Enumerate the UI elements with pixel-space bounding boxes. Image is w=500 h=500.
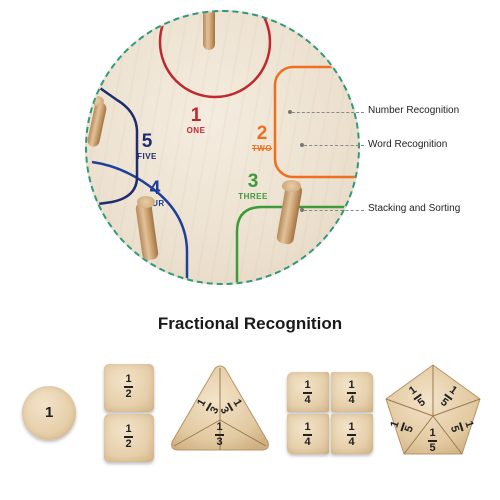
- number-four-word: OUR: [145, 199, 165, 208]
- whole-circle-piece: 1: [22, 386, 76, 440]
- word-recognition-label: Word Recognition: [368, 139, 448, 150]
- number-two-word: TWO: [251, 144, 273, 153]
- number-three-word: THREE: [238, 192, 268, 201]
- wood-grain-texture: [87, 12, 358, 283]
- callout-dot-stacking: [300, 208, 304, 212]
- callout-dot-number: [288, 110, 292, 114]
- number-five-digit: 5: [141, 131, 153, 152]
- callout-line-stacking: [304, 210, 364, 211]
- number-one-label: 1 ONE: [181, 106, 211, 135]
- triangle-shape-outline: [235, 205, 358, 283]
- number-five-word: FIVE: [137, 152, 157, 161]
- number-recognition-label: Number Recognition: [368, 105, 460, 116]
- stacking-sorting-label: Stacking and Sorting: [368, 203, 461, 214]
- peg-left-top: [90, 96, 104, 106]
- fifths-pentagon-shape: [385, 364, 481, 455]
- whole-label: 1: [45, 404, 54, 421]
- callout-line-word: [304, 145, 364, 146]
- callout-line-number: [292, 112, 364, 113]
- number-three-label: 3 THREE: [233, 172, 273, 201]
- callout-dot-word: [300, 143, 304, 147]
- fractional-recognition-title: Fractional Recognition: [157, 314, 343, 333]
- number-four-label: 4 OUR: [139, 179, 171, 208]
- number-one-digit: 1: [190, 105, 202, 126]
- peg-top: [203, 12, 215, 50]
- number-two-digit: 2: [256, 123, 268, 144]
- board-closeup: 1 ONE 2 TWO 3 THREE 4 OUR 5 FIVE: [85, 10, 360, 285]
- thirds-triangle-shape: [171, 365, 269, 451]
- peg-right-top: [282, 180, 301, 192]
- number-one-word: ONE: [186, 126, 206, 135]
- square-shape-outline: [273, 65, 358, 179]
- number-four-digit: 4: [149, 178, 161, 199]
- diamond-shape-outline: [91, 160, 189, 283]
- peg-bottom-left-top: [137, 196, 155, 208]
- number-five-label: 5 FIVE: [131, 132, 163, 161]
- pentagon-shape-outline: [87, 77, 139, 207]
- number-three-digit: 3: [247, 171, 259, 192]
- circle-shape-outline: [158, 12, 272, 99]
- number-two-label: 2 TWO: [247, 124, 277, 153]
- shape-outlines: [87, 12, 358, 283]
